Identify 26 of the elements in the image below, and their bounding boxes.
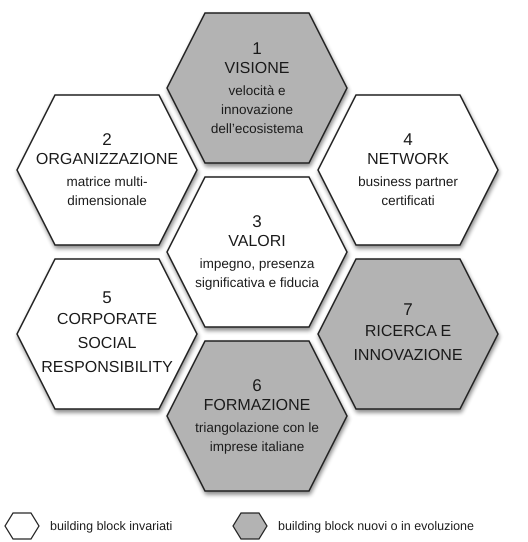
block-description: velocità e innovazione dell’ecosistema [210, 82, 304, 138]
block-number: 6 [252, 376, 262, 396]
block-title: RICERCA E INNOVAZIONE [352, 322, 464, 366]
block-number: 5 [102, 288, 112, 308]
block-title: ORGANIZZAZIONE [36, 150, 178, 170]
block-title: CORPORATE SOCIAL RESPONSIBILITY [40, 310, 174, 378]
hexagon-block [17, 259, 197, 409]
legend-label: building block invariati [50, 519, 172, 533]
hexagon-block [167, 177, 347, 327]
block-number: 7 [403, 300, 413, 320]
legend-label: building block nuovi o in evoluzione [278, 519, 474, 533]
block-title: VISIONE [224, 58, 290, 78]
block-description: triangolazione con le imprese italiane [194, 419, 320, 456]
block-title: VALORI [228, 232, 286, 252]
block-number: 1 [252, 38, 262, 58]
hexagon-block [318, 259, 498, 409]
block-title: NETWORK [367, 150, 449, 170]
block-title: FORMAZIONE [204, 396, 310, 416]
block-number: 2 [102, 130, 112, 150]
block-description: matrice multi-dimensionale [65, 173, 148, 210]
hexagon-block [318, 95, 498, 245]
hexagon-block [17, 95, 197, 245]
block-number: 3 [252, 212, 262, 232]
block-description: impegno, presenza significativa e fiducia [194, 255, 320, 292]
block-number: 4 [403, 130, 413, 150]
block-description: business partner certificati [357, 173, 459, 210]
